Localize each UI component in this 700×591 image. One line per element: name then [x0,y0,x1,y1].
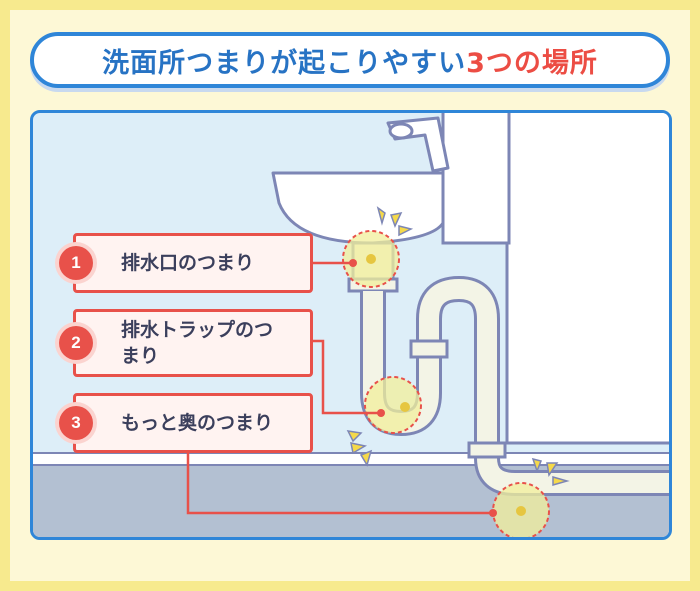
cabinet [505,113,669,445]
faucet-head [388,122,414,140]
callout-drain: 1 排水口のつまり [59,233,313,293]
callout-deep: 3 もっと奥のつまり [59,393,313,453]
clog-dot-drain [366,254,376,264]
diagram-panel: 1 排水口のつまり 2 排水トラップのつまり 3 もっと奥のつまり [30,110,672,540]
leader-line-3 [186,453,493,515]
callout-label: もっと奥のつまり [121,412,274,434]
callout-trap: 2 排水トラップのつまり [59,309,313,377]
wall-panel [441,113,511,245]
number-badge: 2 [59,326,93,360]
callout-label: 排水口のつまり [121,252,255,274]
leader-dot-3 [489,509,497,517]
alert-burst-deep [531,457,570,486]
baseboard [33,452,669,466]
number-badge: 1 [59,246,93,280]
clog-spot-trap [364,376,422,434]
title-accent: 3つの場所 [466,47,598,79]
number-badge: 3 [59,406,93,440]
leader-dot-2 [377,409,385,417]
clog-dot-trap [400,402,410,412]
clog-dot-deep [516,506,526,516]
leader-dot-1 [349,259,357,267]
alert-burst-drain [376,206,414,237]
floor-joint [467,441,507,459]
title-main: 洗面所つまりが起こりやすい [102,47,467,79]
alert-burst-trap [346,430,373,467]
pipe-joint [409,339,449,359]
callout-label: 排水トラップのつまり [121,319,274,367]
sink-illustration [33,113,669,537]
